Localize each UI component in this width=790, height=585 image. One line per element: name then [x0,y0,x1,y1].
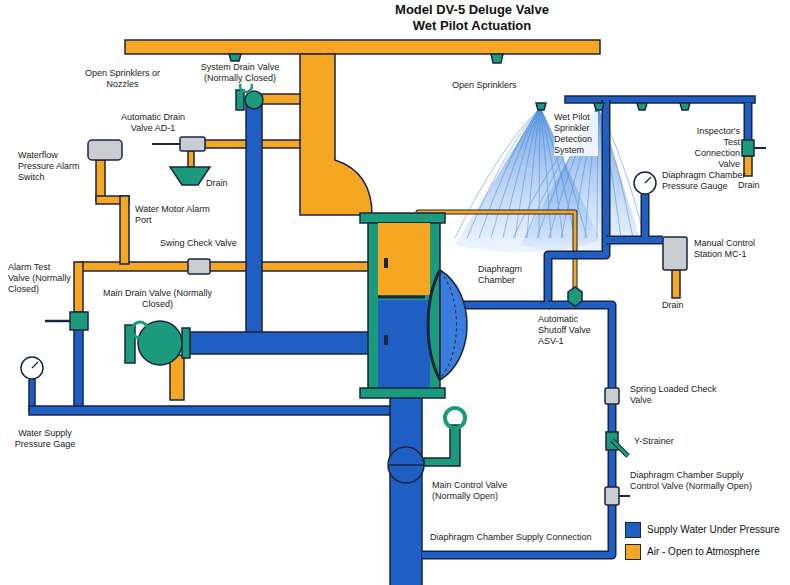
legend-swatch [625,522,641,538]
legend-swatch [625,544,641,560]
water-piping [29,96,755,585]
callout-label: Inspector's Test Connection Valve [682,126,740,170]
callout-label: Waterflow Pressure Alarm Switch [18,150,82,183]
callout-label: Swing Check Valve [160,238,260,249]
callout-label: Manual Control Station MC-1 [694,238,774,260]
callout-label: Open Sprinklers or Nozzles [70,68,175,90]
legend-text: Air - Open to Atmosphere [647,545,760,559]
callout-label: Drain [206,178,246,189]
legend-row: Supply Water Under Pressure [625,522,779,538]
air-piping [74,40,752,400]
callout-label: Spring Loaded Check Valve [630,384,740,406]
callout-label: Main Drain Valve (Normally Closed) [100,288,215,310]
callout-label: Water Motor Alarm Port [135,204,225,226]
callout-label: System Drain Valve (Normally Closed) [185,62,295,84]
main-control-valve [388,408,465,483]
callout-label: Drain [662,300,702,311]
legend-text: Supply Water Under Pressure [647,523,779,537]
callout-label: Wet Pilot Sprinkler Detection System [554,112,598,156]
callout-label: Automatic Shutoff Valve ASV-1 [538,314,604,347]
callout-label: Y-Strainer [634,436,714,447]
diagram-title: Model DV-5 Deluge Valve Wet Pilot Actuat… [382,2,562,34]
callout-label: Diaphragm Chamber [478,264,540,286]
deluge-valve [360,213,467,398]
callout-label: Water Supply Pressure Gage [5,428,85,450]
trim-valves [21,80,766,505]
callout-label: Diaphragm Chamber Supply Control Valve (… [630,470,755,492]
legend-row: Air - Open to Atmosphere [625,544,760,560]
callout-label: Diaphragm Chamber Supply Connection [430,532,608,543]
water-spray [455,106,645,252]
callout-label: Open Sprinklers [452,80,542,91]
callout-label: Main Control Valve (Normally Open) [432,480,542,502]
callout-label: Diaphragm Chamber Pressure Gauge [662,170,752,192]
callout-label: Drain [738,180,778,191]
callout-label: Alarm Test Valve (Normally Closed) [8,262,72,295]
callout-label: Automatic Drain Valve AD-1 [118,112,188,134]
